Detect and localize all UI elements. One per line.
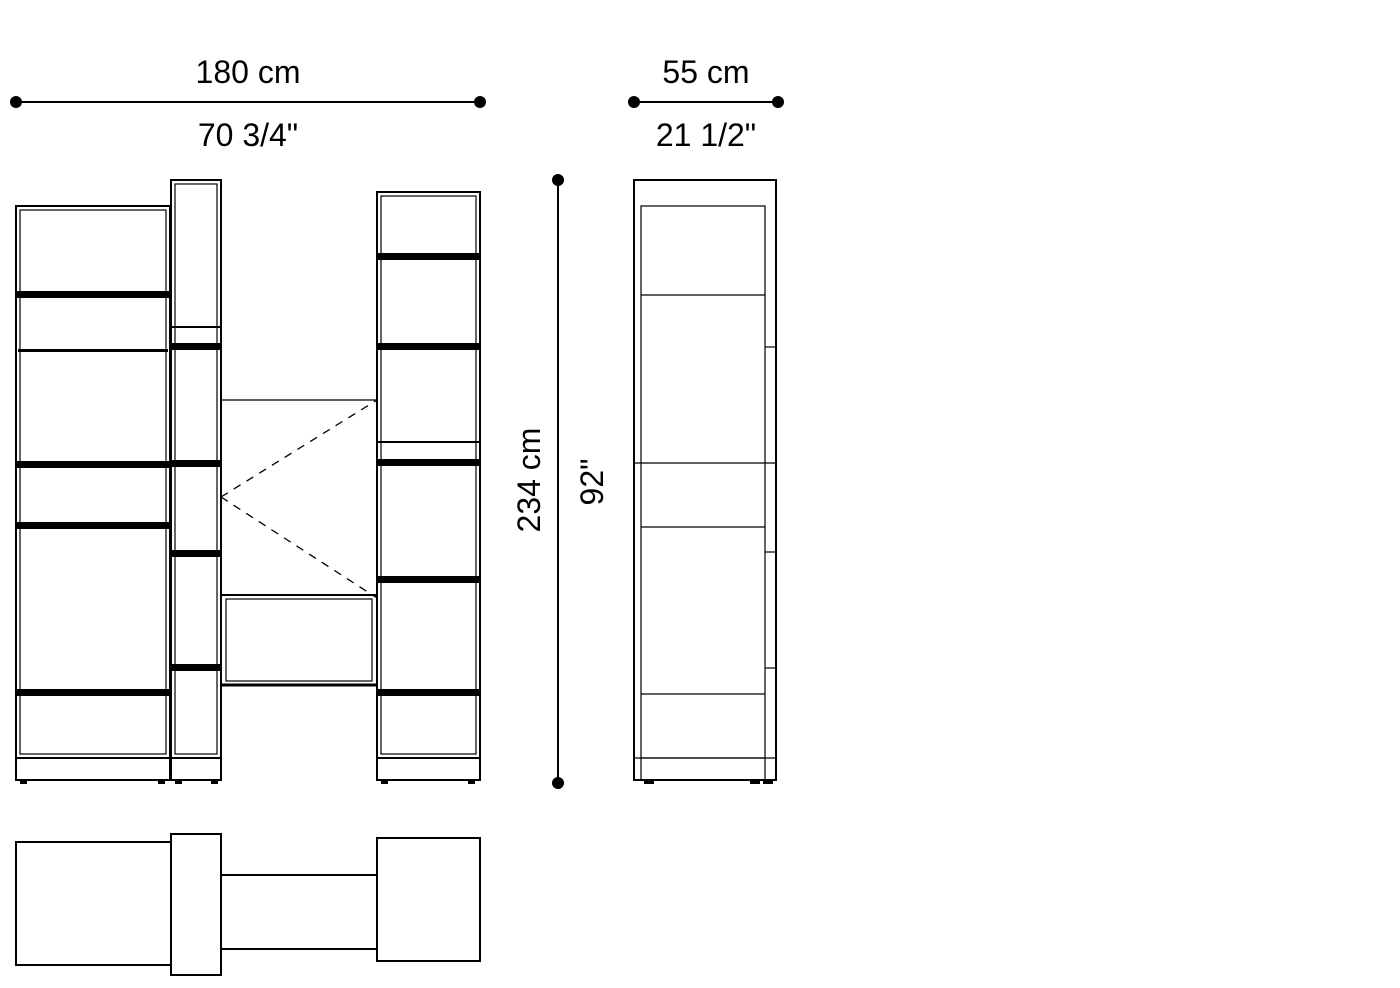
narrow-bookcase-unit [170,179,222,784]
depth-cm-label: 55 cm [662,54,749,90]
left-bookcase-unit [15,205,171,784]
width-in-label: 70 3/4" [198,117,298,153]
height-dimension: 234 cm 92" [511,174,610,789]
width-cm-label: 180 cm [196,54,301,90]
plan-view [15,833,481,976]
height-cm-label: 234 cm [511,428,547,533]
middle-bridge-section [220,399,378,687]
width-dimension: 180 cm 70 3/4" [10,54,486,153]
depth-in-label: 21 1/2" [656,117,756,153]
height-in-label: 92" [574,459,610,506]
side-view [633,179,777,784]
front-view [15,179,481,784]
right-bookcase-unit [376,191,481,784]
depth-dimension: 55 cm 21 1/2" [628,54,784,153]
